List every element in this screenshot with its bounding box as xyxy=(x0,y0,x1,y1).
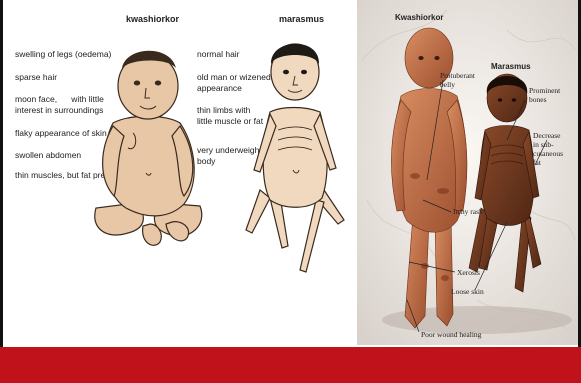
kw-feature-abdomen: swollen abdomen xyxy=(15,150,81,161)
marasmus-child-drawing xyxy=(240,30,350,280)
label-loose-skin: Loose skin xyxy=(451,287,484,296)
kw-feature-hair: sparse hair xyxy=(15,72,57,83)
label-protuberant: Protuberant xyxy=(440,71,475,80)
label-bones: bones xyxy=(529,95,547,104)
kwashiorkor-child-drawing xyxy=(88,28,208,258)
illustration-panel: Kwashiorkor Marasmus Protuberant belly P… xyxy=(357,0,578,345)
kwashiorkor-illustration-title: Kwashiorkor xyxy=(395,13,443,22)
red-footer-banner xyxy=(0,347,581,383)
label-itchy-rash: Itchy rash xyxy=(453,207,483,216)
label-xerosis: Xerosis xyxy=(457,268,480,277)
label-in-sub: in sub- xyxy=(533,140,554,149)
label-belly: belly xyxy=(440,80,455,89)
label-poor-wound-healing: Poor wound healing xyxy=(421,330,481,339)
label-cutaneous: cutaneous xyxy=(533,149,563,158)
marasmus-title: marasmus xyxy=(279,14,324,24)
label-fat: fat xyxy=(533,158,541,167)
marasmus-illustration-title: Marasmus xyxy=(491,62,531,71)
label-decrease: Decrease xyxy=(533,131,560,140)
drawing-panel: kwashiorkor marasmus swelling of legs (o… xyxy=(4,0,354,345)
kwashiorkor-title: kwashiorkor xyxy=(126,14,179,24)
label-prominent: Prominent xyxy=(529,86,560,95)
